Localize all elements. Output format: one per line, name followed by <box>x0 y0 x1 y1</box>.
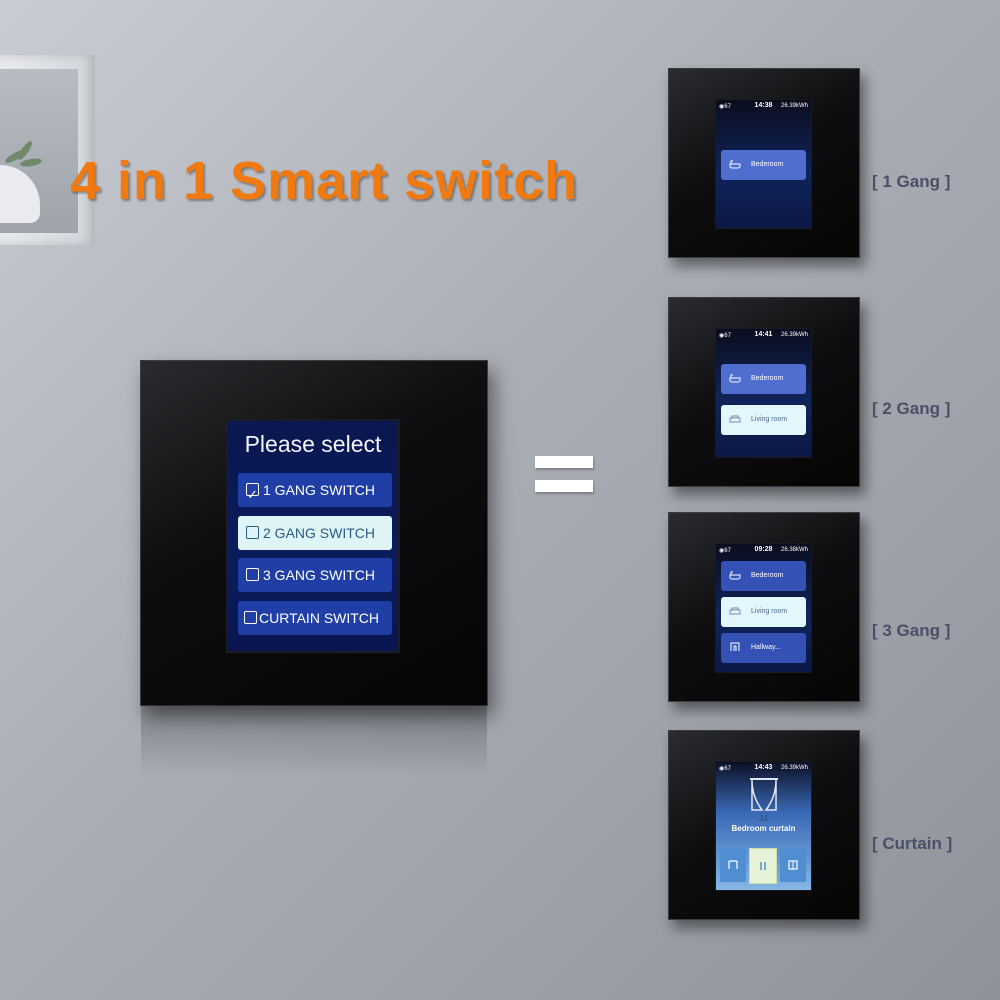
screen-curtain[interactable]: ◉67 14:43 26.39kWh 34 Bedroom curtain <box>715 761 812 891</box>
wifi-signal: ◉67 <box>719 548 731 554</box>
wifi-signal: ◉67 <box>719 104 731 110</box>
screen-3-gang[interactable]: ◉67 09:28 26.38kWh Bederoom Living room … <box>715 543 812 673</box>
status-bar: ◉67 14:43 26.39kWh <box>716 764 811 774</box>
label-1-gang: [ 1 Gang ] <box>872 172 951 191</box>
tile-living-room[interactable]: Living room <box>721 597 806 627</box>
checkbox-checked-icon <box>246 478 259 512</box>
tile-label: Living room <box>751 416 788 423</box>
equals-bar-top <box>535 456 593 468</box>
panel-3-gang: ◉67 09:28 26.38kWh Bederoom Living room … <box>668 512 860 702</box>
option-1-gang[interactable]: 1 GANG SWITCH <box>238 473 392 512</box>
tile-living-room[interactable]: Living room <box>721 405 806 435</box>
tile-label: Hallway... <box>751 644 781 651</box>
label-2-gang: [ 2 Gang ] <box>872 399 951 418</box>
main-touch-screen[interactable]: Please select 1 GANG SWITCH 2 GANG SWITC… <box>226 419 400 653</box>
clock: 14:41 <box>754 331 773 338</box>
option-3-gang[interactable]: 3 GANG SWITCH <box>238 558 392 592</box>
curtain-open-icon <box>728 860 738 869</box>
option-curtain[interactable]: CURTAIN SWITCH <box>238 601 392 635</box>
tile-label: Bederoom <box>751 572 784 579</box>
checkbox-icon <box>246 568 259 581</box>
status-bar: ◉67 09:28 26.38kWh <box>716 546 811 556</box>
screen-title: Please select <box>244 431 382 457</box>
label-3-gang: [ 3 Gang ] <box>872 621 951 640</box>
headline: 4 in 1 Smart switch <box>70 151 579 211</box>
energy-reading: 26.39kWh <box>780 103 808 109</box>
energy-reading: 26.39kWh <box>780 332 808 338</box>
checkbox-icon <box>244 611 257 624</box>
panel-2-gang: ◉67 14:41 26.39kWh Bederoom Living room <box>668 297 860 487</box>
curtain-open-button[interactable] <box>720 848 746 882</box>
sofa-icon <box>729 415 741 423</box>
wifi-signal: ◉67 <box>719 766 731 772</box>
bathtub-icon <box>729 571 741 580</box>
curtain-icon <box>750 778 778 811</box>
status-bar: ◉67 14:41 26.39kWh <box>716 331 811 341</box>
bathtub-icon <box>729 374 741 383</box>
tile-label: Bederoom <box>751 161 784 168</box>
panel-curtain: ◉67 14:43 26.39kWh 34 Bedroom curtain <box>668 730 860 920</box>
tile-label: Living room <box>751 608 788 615</box>
tile-bederoom[interactable]: Bederoom <box>721 561 806 591</box>
sofa-icon <box>729 607 741 615</box>
option-label: 2 GANG SWITCH <box>263 525 376 541</box>
pause-icon <box>760 862 766 870</box>
checkbox-icon <box>246 526 259 539</box>
energy-reading: 26.39kWh <box>780 765 808 771</box>
option-label: CURTAIN SWITCH <box>259 610 380 626</box>
wall-picture-frame <box>0 55 95 245</box>
clock: 14:43 <box>754 764 773 771</box>
tile-label: Bederoom <box>751 375 784 382</box>
energy-reading: 26.38kWh <box>780 547 808 553</box>
clock: 14:38 <box>754 102 773 109</box>
curtain-close-button[interactable] <box>780 848 806 882</box>
clock: 09:28 <box>754 546 773 553</box>
screen-2-gang[interactable]: ◉67 14:41 26.39kWh Bederoom Living room <box>715 328 812 458</box>
tile-hallway[interactable]: Hallway... <box>721 633 806 663</box>
option-label: 3 GANG SWITCH <box>263 567 376 583</box>
label-curtain: [ Curtain ] <box>872 834 953 853</box>
curtain-position: 34 <box>759 814 768 823</box>
curtain-close-icon <box>788 860 798 870</box>
option-2-gang[interactable]: 2 GANG SWITCH <box>238 516 392 550</box>
curtain-name: Bedroom curtain <box>731 824 796 833</box>
main-switch-panel: Please select 1 GANG SWITCH 2 GANG SWITC… <box>140 360 488 775</box>
tile-bederoom[interactable]: Bederoom <box>721 364 806 394</box>
bathtub-icon <box>729 160 741 169</box>
panel-1-gang: ◉67 14:38 26.39kWh Bederoom <box>668 68 860 258</box>
status-bar: ◉67 14:38 26.39kWh <box>716 102 811 112</box>
curtain-pause-button[interactable] <box>749 848 777 884</box>
wifi-signal: ◉67 <box>719 333 731 339</box>
door-icon <box>730 642 740 651</box>
equals-bar-bottom <box>535 480 593 492</box>
tile-bederoom[interactable]: Bederoom <box>721 150 806 180</box>
screen-1-gang[interactable]: ◉67 14:38 26.39kWh Bederoom <box>715 99 812 229</box>
option-label: 1 GANG SWITCH <box>263 482 376 498</box>
